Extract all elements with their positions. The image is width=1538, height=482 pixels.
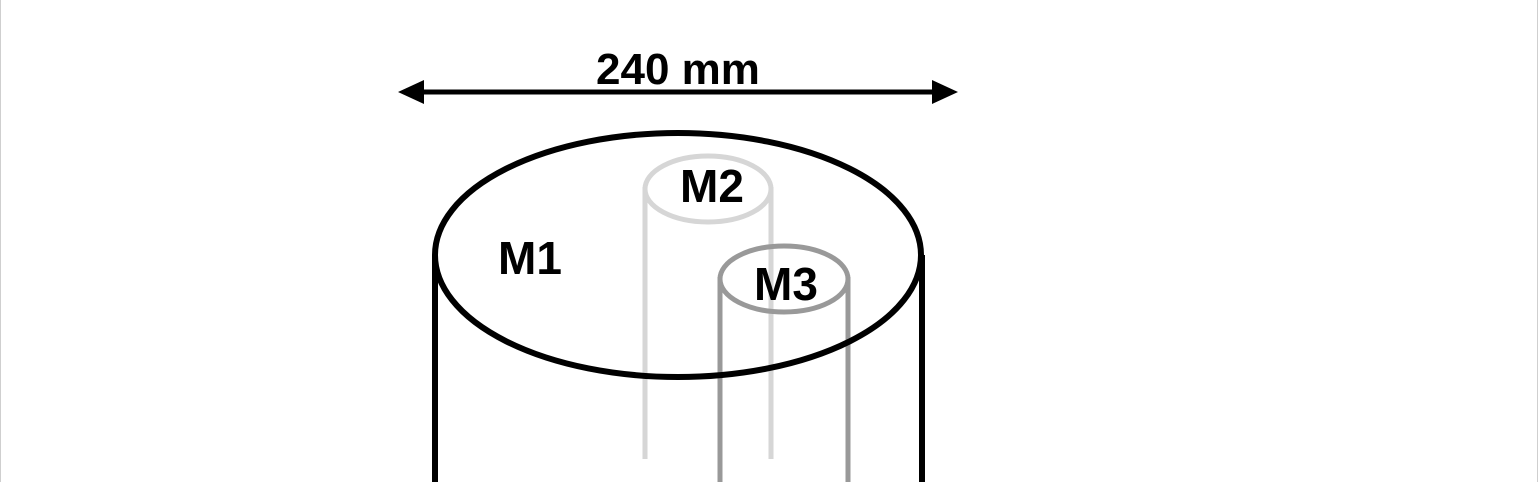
cylinder-m3-label: M3 <box>754 258 818 310</box>
cylinder-m2-top <box>642 153 774 225</box>
cylinder-m3-top <box>717 243 851 315</box>
cylinder-m2-label: M2 <box>680 160 744 212</box>
cylinder-m2 <box>642 153 774 459</box>
arrowhead-right <box>932 80 958 104</box>
dimension-label: 240 mm <box>596 45 760 94</box>
cylinder-m3 <box>717 243 851 482</box>
cylinder-m1-top <box>432 130 924 380</box>
dimension-arrow <box>398 80 958 104</box>
cylinder-m1 <box>432 130 925 482</box>
cylinder-m1-label: M1 <box>498 232 562 284</box>
arrowhead-left <box>398 80 424 104</box>
